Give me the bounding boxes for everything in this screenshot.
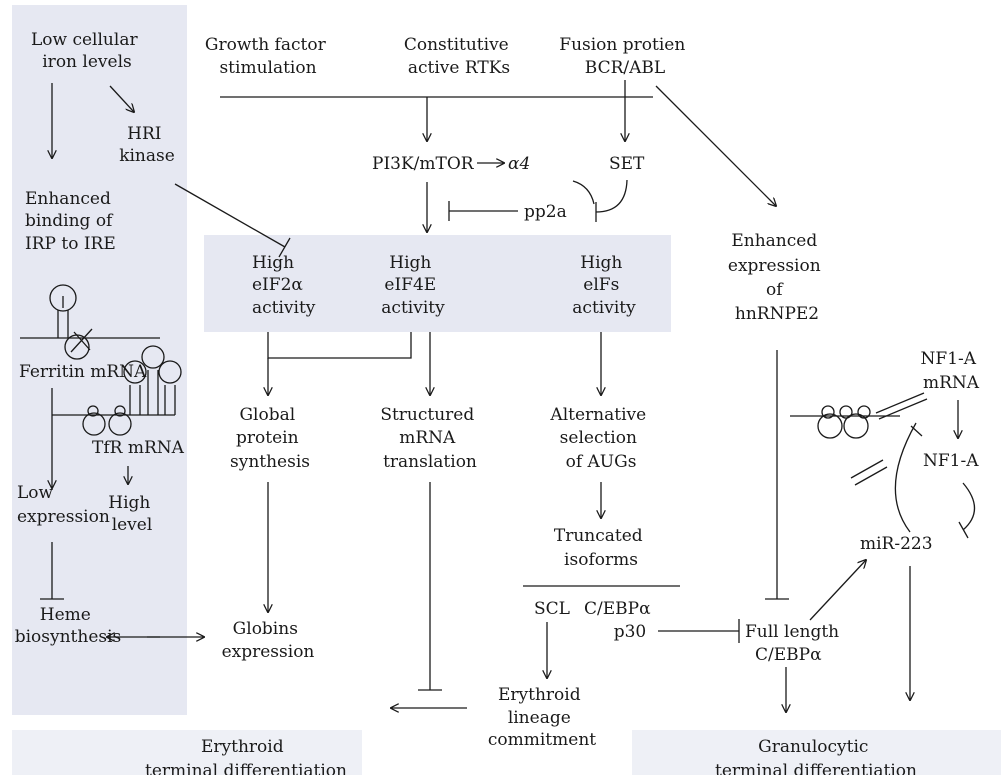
mir223-label: miR-223 [860,534,933,554]
full-length-cebpa-label: Full length C/EBPα [745,622,845,665]
hnrnpe2-label: Enhanced expression of hnRNPE2 [728,231,826,324]
enhanced-binding-label: Enhanced binding of IRP to IRE [25,189,118,254]
elfs-activity-label: High elFs activity [572,253,636,318]
alpha4-to-pp2a [572,180,595,205]
high-level-label: High level [108,493,156,535]
iron-panel-arrows [40,83,291,637]
pp2a-label: pp2a [524,202,567,222]
heme-biosynthesis-label: Heme biosynthesis [15,605,122,647]
globins-expression-label: Globins expression [222,619,315,662]
ferritin-mrna-label: Ferritin mRNA [19,362,147,382]
alpha4-label: α4 [508,154,530,174]
full-length-to-mir223 [809,560,866,621]
erythroid-terminal-label: Erythroid terminal differentiation [145,737,347,775]
set-inhibits-pp2a [595,179,628,222]
erythroid-terminal-background [12,730,362,775]
eif4e-activity-label: High eIF4E activity [381,253,445,318]
fusion-protein-label: Fusion protien BCR/ABL [559,35,690,78]
alternative-augs-label: Alternative selection of AUGs [549,405,651,472]
nf1a-mrna-label: NF1-A mRNA [921,349,982,393]
nf1a-mrna-cartoon [790,392,928,486]
eif2a-eif4e-join [267,332,412,359]
truncated-isoforms-label: Truncated isoforms [554,526,648,570]
global-protein-label: Global protein synthesis [230,405,310,472]
granulocytic-terminal-label: Granulocytic terminal differentiation [715,737,917,775]
structured-mrna-label: Structured mRNA translation [380,405,479,472]
tfr-mrna-cartoon [52,345,182,436]
iron-panel-background [12,5,187,715]
low-iron-label: Low cellular iron levels [31,30,143,72]
nf1a-protein-label: NF1-A [923,451,979,471]
hri-kinase-label: HRI kinase [119,124,175,166]
structured-inhibits-erythroid [418,482,442,691]
constitutive-rtks-label: Constitutive active RTKs [404,35,514,78]
mir223-inhibits-nf1a [894,422,923,533]
arrow-to-hnrnpe2 [655,85,776,206]
tfr-mrna-label: TfR mRNA [92,438,185,458]
pi3k-mtor-label: PI3K/mTOR [372,154,475,174]
hnrnpe2-inhibits-full-length [765,350,789,600]
scl-label: SCL [534,599,570,619]
erythroid-lineage-label: Erythroid lineage commitment [488,685,596,750]
set-label: SET [609,154,645,174]
granulocytic-terminal-background [632,730,1001,775]
low-expression-label: Low expression [17,483,110,527]
growth-factor-label: Growth factor stimulation [205,35,331,78]
eif2a-activity-label: High eIF2α activity [252,253,316,318]
pp2a-inhibits-eif4e [448,201,518,221]
cebpa-p30-label: C/EBPα p30 [584,599,656,642]
p30-inhibits-full-length [658,619,740,643]
ferritin-mrna-cartoon [20,284,160,360]
nf1a-to-mir223 [958,482,976,539]
